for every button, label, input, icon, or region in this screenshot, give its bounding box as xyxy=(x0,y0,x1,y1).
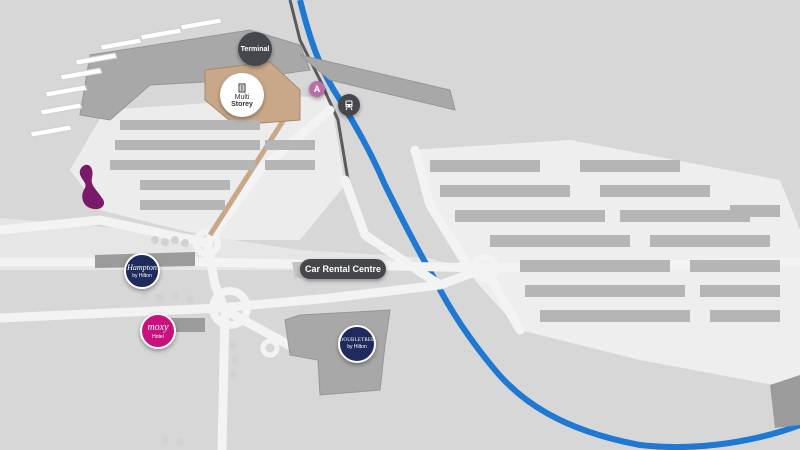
stop-a-label: A xyxy=(313,83,321,94)
car-rental-centre-label[interactable]: Car Rental Centre xyxy=(300,259,386,279)
stop-a-marker[interactable]: A xyxy=(309,81,325,97)
moxy-brand: moxy xyxy=(147,321,169,333)
terminal-label: Terminal xyxy=(240,45,270,53)
hampton-hotel-marker[interactable]: Hampton by Hilton xyxy=(124,253,160,289)
terminal-pier-east xyxy=(299,54,456,111)
hampton-sub: by Hilton xyxy=(132,272,152,279)
doubletree-hotel-building xyxy=(284,309,391,396)
roundabout-south xyxy=(209,287,251,329)
roundabout-north xyxy=(193,229,221,257)
roundabout-east xyxy=(471,254,499,282)
short-stay-parking xyxy=(110,120,315,210)
doubletree-sub: by Hilton xyxy=(347,344,367,350)
multi-storey-building-icon xyxy=(238,83,246,92)
walkway xyxy=(207,108,293,237)
hampton-brand: Hampton xyxy=(127,262,157,272)
moxy-hotel-marker[interactable]: moxy Hotel xyxy=(140,313,176,349)
doubletree-brand: DOUBLETREE xyxy=(339,338,375,343)
office-building-east xyxy=(770,375,800,428)
train-icon xyxy=(345,100,353,111)
terminal-marker[interactable]: Terminal xyxy=(238,32,272,66)
train-station-marker[interactable] xyxy=(338,94,360,116)
sculpture xyxy=(79,164,105,210)
roundabout-small xyxy=(260,338,280,358)
multi-storey-marker[interactable]: Multi Storey xyxy=(220,73,264,117)
multi-storey-label-line1: Multi xyxy=(234,93,250,101)
railway xyxy=(288,0,350,181)
long-stay-parking-rows xyxy=(430,160,780,322)
car-rental-centre-text: Car Rental Centre xyxy=(304,264,382,274)
doubletree-hotel-marker[interactable]: DOUBLETREE by Hilton xyxy=(338,325,376,363)
tree-cluster xyxy=(141,236,239,446)
aircraft-group xyxy=(29,17,223,138)
multi-storey-label-line2: Storey xyxy=(231,100,253,108)
moxy-sub: Hotel xyxy=(152,333,164,340)
